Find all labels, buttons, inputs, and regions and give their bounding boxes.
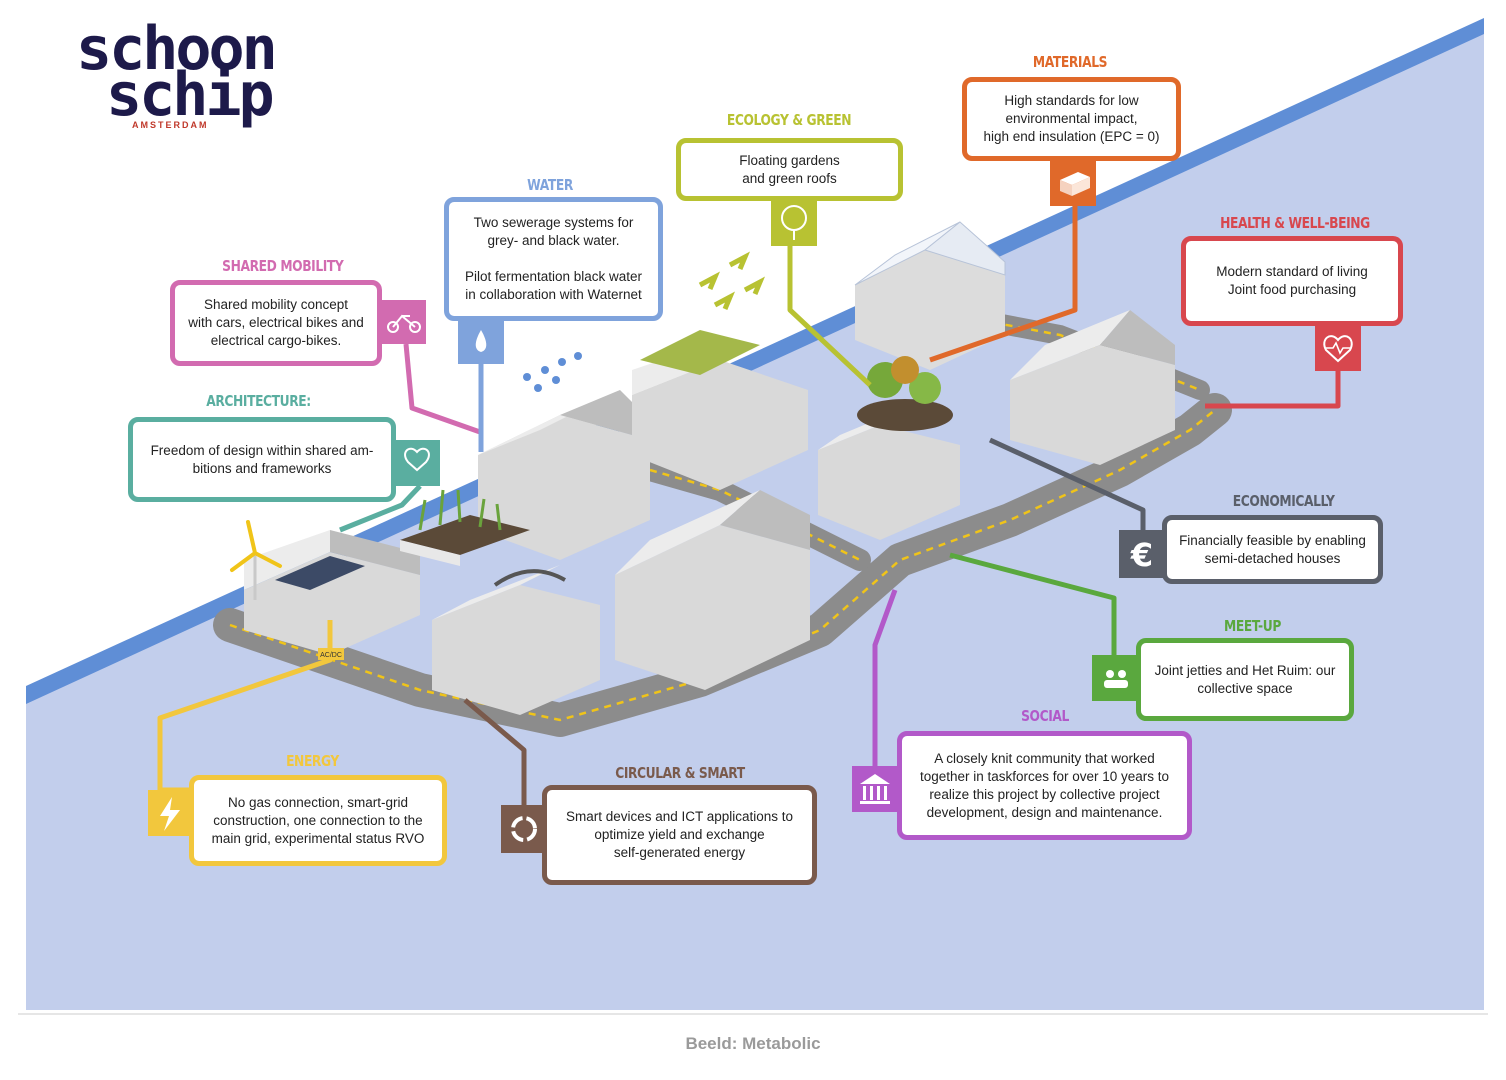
connector-economic <box>988 437 1146 530</box>
institution-icon <box>852 766 898 812</box>
text-energy: No gas connection, smart-grid constructi… <box>211 794 425 846</box>
brick-icon <box>1050 160 1096 206</box>
box-economically: Financially feasible by enabling semi-de… <box>1162 515 1383 584</box>
connectors <box>157 205 1341 805</box>
title-water: WATER <box>527 176 573 194</box>
text-social: A closely knit community that worked tog… <box>919 750 1170 820</box>
tree-icon <box>771 200 817 246</box>
svg-text:€: € <box>1130 536 1153 574</box>
title-materials: MATERIALS <box>1032 53 1108 71</box>
water-drop-icon <box>458 320 504 364</box>
box-materials: High standards for low environmental imp… <box>962 77 1181 161</box>
connector-health <box>1205 370 1341 409</box>
box-health: Modern standard of living Joint food pur… <box>1181 236 1403 326</box>
text-health: Modern standard of living Joint food pur… <box>1216 264 1368 297</box>
connector-social <box>872 589 898 768</box>
house-smart <box>432 565 600 715</box>
box-meetup: Joint jetties and Het Ruim: our collecti… <box>1136 638 1354 721</box>
text-materials: High standards for low environmental imp… <box>983 93 1160 144</box>
cycle-icon <box>501 805 547 853</box>
house-greenroof <box>632 330 808 490</box>
house-water <box>478 390 650 560</box>
house-health <box>1010 310 1175 465</box>
rain-drops <box>523 352 582 392</box>
title-architecture: ARCHITECTURE: <box>206 392 311 410</box>
heart-pulse-icon <box>1315 325 1361 371</box>
text-shared-mobility: Shared mobility concept with cars, elect… <box>188 297 364 348</box>
text-water: Two sewerage systems for grey- and black… <box>464 215 643 302</box>
schoonschip-logo: schoon schip AMSTERDAM <box>76 14 278 130</box>
image-caption: Beeld: Metabolic <box>685 1034 821 1053</box>
box-water: Two sewerage systems for grey- and black… <box>444 197 663 321</box>
birds-illustration <box>698 251 765 310</box>
smart-grid-dashes <box>229 409 1216 722</box>
cargo-bike-icon <box>380 300 426 344</box>
title-health: HEALTH & WELL-BEING <box>1220 214 1370 232</box>
logo-word-schoon: schoon <box>76 14 278 84</box>
green-roof <box>640 330 760 375</box>
title-circular: CIRCULAR & SMART <box>615 764 745 782</box>
box-shared-mobility: Shared mobility concept with cars, elect… <box>170 280 382 366</box>
box-architecture: Freedom of design within shared am- biti… <box>128 417 396 502</box>
logo-word-schip: schip <box>106 60 275 130</box>
title-ecology: ECOLOGY & GREEN <box>726 111 852 129</box>
acdc-box: AC/DC <box>318 648 344 660</box>
connector-architecture <box>339 484 422 533</box>
wind-turbine-icon <box>230 520 282 600</box>
device-cycle-arrow <box>493 569 566 587</box>
text-architecture: Freedom of design within shared am- biti… <box>150 442 374 476</box>
connector-circular <box>463 698 527 805</box>
text-meetup: Joint jetties and Het Ruim: our collecti… <box>1154 662 1336 696</box>
title-social: SOCIAL <box>1021 707 1069 725</box>
people-meeting-icon <box>1092 655 1138 701</box>
connector-materials <box>929 205 1078 363</box>
hand-heart-icon <box>394 440 440 486</box>
text-economically: Financially feasible by enabling semi-de… <box>1179 532 1366 566</box>
connector-ecology <box>787 245 872 387</box>
box-ecology: Floating gardens and green roofs <box>676 138 903 201</box>
tree-island <box>857 356 953 431</box>
box-social: A closely knit community that worked tog… <box>897 731 1192 840</box>
solar-panel <box>275 556 365 590</box>
lightning-icon <box>148 790 192 836</box>
connector-mobility <box>403 343 481 435</box>
euro-icon: € <box>1119 530 1165 578</box>
box-energy: No gas connection, smart-grid constructi… <box>189 775 447 866</box>
connector-meetup <box>949 552 1117 655</box>
floating-garden <box>400 489 530 566</box>
text-circular: Smart devices and ICT applications to op… <box>565 809 794 860</box>
box-circular: Smart devices and ICT applications to op… <box>542 785 817 885</box>
title-meetup: MEET-UP <box>1224 617 1281 635</box>
text-ecology: Floating gardens and green roofs <box>739 152 840 186</box>
title-shared-mobility: SHARED MOBILITY <box>222 257 344 275</box>
title-energy: ENERGY <box>286 752 339 770</box>
title-economically: ECONOMICALLY <box>1232 492 1335 510</box>
riverbank-strip <box>26 18 1484 704</box>
logo-amsterdam: AMSTERDAM <box>132 120 209 130</box>
house-large <box>615 490 810 690</box>
house-energy <box>244 530 420 655</box>
svg-text:AC/DC: AC/DC <box>320 652 342 659</box>
house-greenhouse <box>854 221 1006 370</box>
